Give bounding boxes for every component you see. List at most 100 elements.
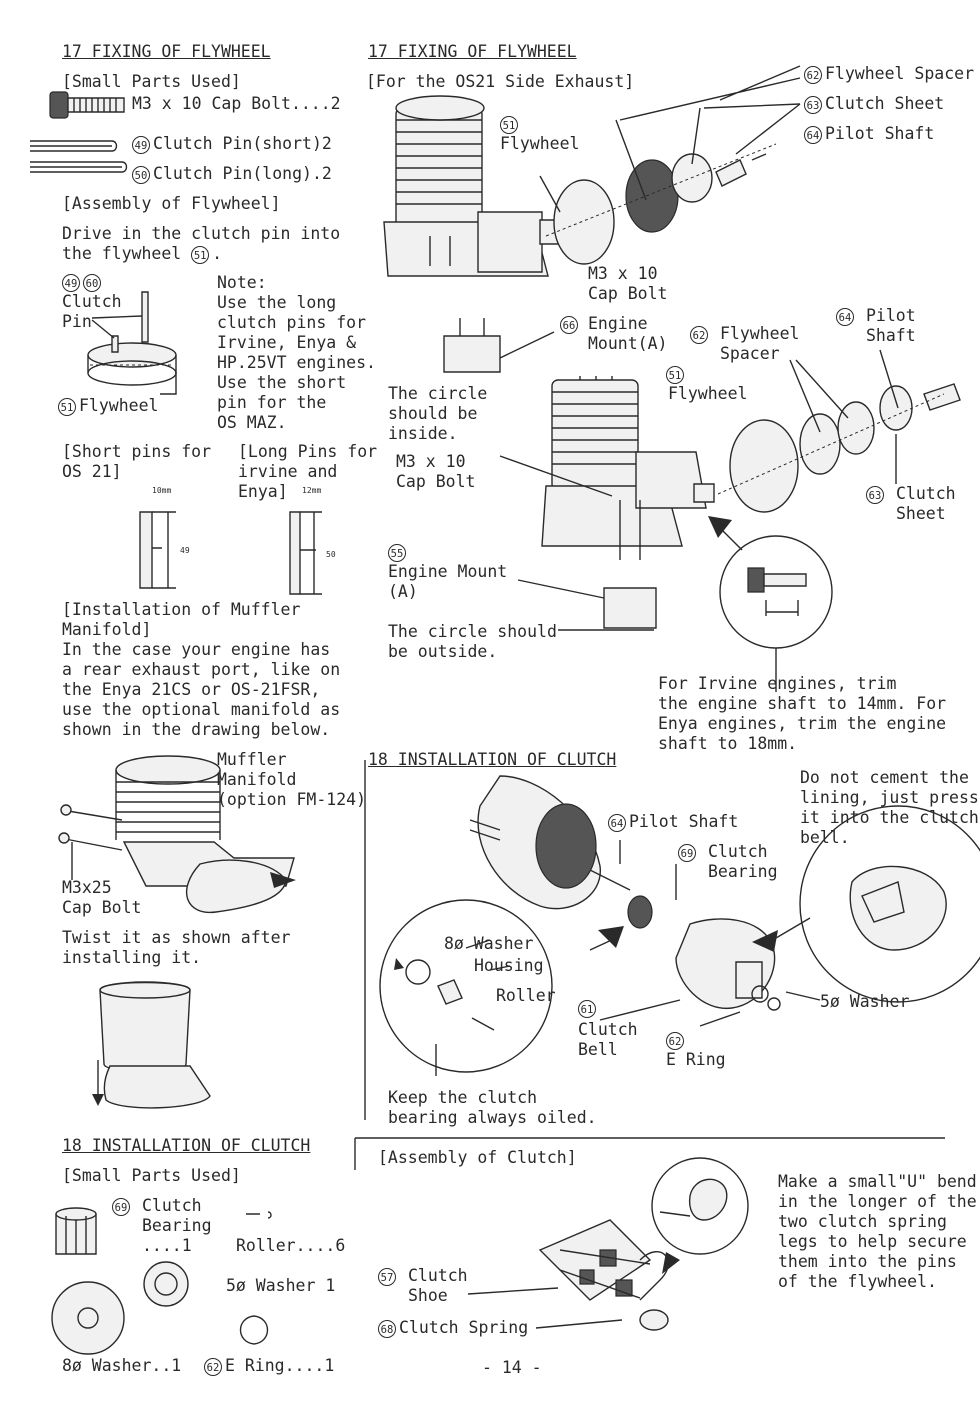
label-ering: 62 [666,1030,687,1050]
label-clutch-shoe-text: Clutch Shoe [408,1266,468,1305]
label-engine-mount-top: 66 [560,314,581,334]
label-clutch-bell: 61 [578,998,599,1018]
muffler-heading: [Installation of Muffler Manifold] [62,600,301,639]
flywheel-exploded-top [540,66,800,264]
circle-outside-note: The circle should be outside. [388,622,557,661]
cap-bolt-icon [50,92,124,118]
label-engine-mount-mid-text: Engine Mount (A) [388,562,508,601]
washer-5-icon [144,1262,188,1306]
enya-engine-drawing [500,376,714,630]
drive-text-1: Drive in the clutch pin into [62,224,341,243]
label-cap-bolt-mid: M3 x 10 Cap Bolt [396,452,476,491]
label-clutch-shoe: 57 [378,1266,399,1286]
label-clutch-sheet-mid-text: Clutch Sheet [896,484,956,523]
label-engine-mount-top-text: Engine Mount(A) [588,314,668,353]
irvine-enya-note: For Irvine engines, trim the engine shaf… [658,674,947,753]
left-clutch-title: 18 INSTALLATION OF CLUTCH [62,1136,311,1155]
label-roller: Roller [496,986,556,1005]
part-bolt-label: M3 x 10 Cap Bolt....2 [132,94,341,113]
label-housing: Housing [474,956,544,975]
clutch-bearing-part: 69 [112,1196,133,1216]
short-pins-label: [Short pins for OS 21] [62,442,212,481]
os21-engine-drawing [384,96,580,372]
assembly-clutch-heading: [Assembly of Clutch] [378,1148,577,1167]
clutch-bearing-label: Clutch Bearing ....1 [142,1196,212,1255]
shaft-trim-detail [708,516,832,692]
flywheel-exploded-mid [718,350,960,512]
page-number: - 14 - [482,1358,542,1377]
callout-50: 50 [132,165,150,184]
e-ring-icon [241,1316,268,1344]
muffler-text: In the case your engine has a rear exhau… [62,640,341,739]
circle-inside-note: The circle should be inside. [388,384,488,443]
twist-drawing [92,982,210,1108]
clutch-pin-label-1: Clutch [62,292,122,311]
left-section-title: 17 FIXING OF FLYWHEEL [62,42,271,61]
washer-8-icon [52,1282,124,1354]
roller-part-label: Roller....6 [236,1236,346,1255]
muffler-manifold-label: Muffler Manifold (option FM-124) [217,750,367,809]
clutch-bearing-icon [56,1208,96,1254]
cap-bolt-25-label: M3x25 Cap Bolt [62,878,142,917]
right-section-title: 17 FIXING OF FLYWHEEL [368,42,577,61]
long-pins-label: [Long Pins for irvine and Enya] [238,442,378,501]
label-clutch-sheet-mid: 63 [866,484,887,504]
part-pin-short-label: Clutch Pin(short)2 [153,134,332,153]
label-flywheel-mid: 51 [666,364,687,384]
clutch-install-drawing [380,776,980,1076]
long-pin-dimension [290,512,322,594]
label-washer8: 8ø Washer [444,934,534,953]
label-pilot-mid-text: Pilot Shaft [866,306,916,345]
dim-short-num: 49 [180,546,190,555]
drive-text-2: the flywheel 51. [62,244,223,264]
label-flywheel-mid-text: Flywheel [668,384,748,403]
label-clutch-bearing: 69 [678,842,699,862]
muffler-engine-drawing [59,756,296,912]
flywheel-pin-drawing [88,292,176,394]
clutch-pin-label-2: Pin [62,312,92,331]
part-pin-long-label: Clutch Pin(long).2 [153,164,332,183]
assembly-flywheel-heading: [Assembly of Flywheel] [62,194,281,213]
label-flywheel-top-text: Flywheel [500,134,580,153]
label-spacer-mid-text: Flywheel Spacer [720,324,800,363]
washer8-part-label: 8ø Washer..1 [62,1356,182,1375]
dim-long-top: 12mm [302,486,322,495]
cement-note: Do not cement the lining, just press it … [800,768,979,847]
short-pin-dimension [140,512,176,588]
label-flywheel-top: 51 [500,114,521,134]
right-subtitle: [For the OS21 Side Exhaust] [366,72,635,91]
label-ering-text: E Ring [666,1050,726,1069]
twist-text: Twist it as shown after installing it. [62,928,291,967]
oil-note: Keep the clutch bearing always oiled. [388,1088,597,1127]
label-clutch-bearing-text: Clutch Bearing [708,842,778,881]
label-washer5: 5ø Washer [820,992,910,1011]
callout-49: 49 [132,135,150,154]
label-cap-bolt-top: M3 x 10 Cap Bolt [588,264,668,303]
label-pilot-mid: 64 [836,306,857,326]
clutch-pin-long-icon [30,162,127,172]
note-text: Note: Use the long clutch pins for Irvin… [217,273,376,432]
small-parts-heading: [Small Parts Used] [62,72,241,91]
clutch-pin-short-icon [30,141,117,151]
spring-bend-note: Make a small"U" bend in the longer of th… [778,1172,977,1291]
washer5-part-label: 5ø Washer 1 [226,1276,336,1295]
roller-icon [246,1212,271,1218]
clutch-assembly-drawing [468,1158,748,1330]
dim-long-num: 50 [326,550,336,559]
label-clutch-bell-text: Clutch Bell [578,1020,638,1059]
label-engine-mount-mid: 55 [388,542,409,562]
callout-51: 51 [191,245,210,264]
right-clutch-title: 18 INSTALLATION OF CLUTCH [368,750,617,769]
clutch-small-parts-heading: [Small Parts Used] [62,1166,241,1185]
